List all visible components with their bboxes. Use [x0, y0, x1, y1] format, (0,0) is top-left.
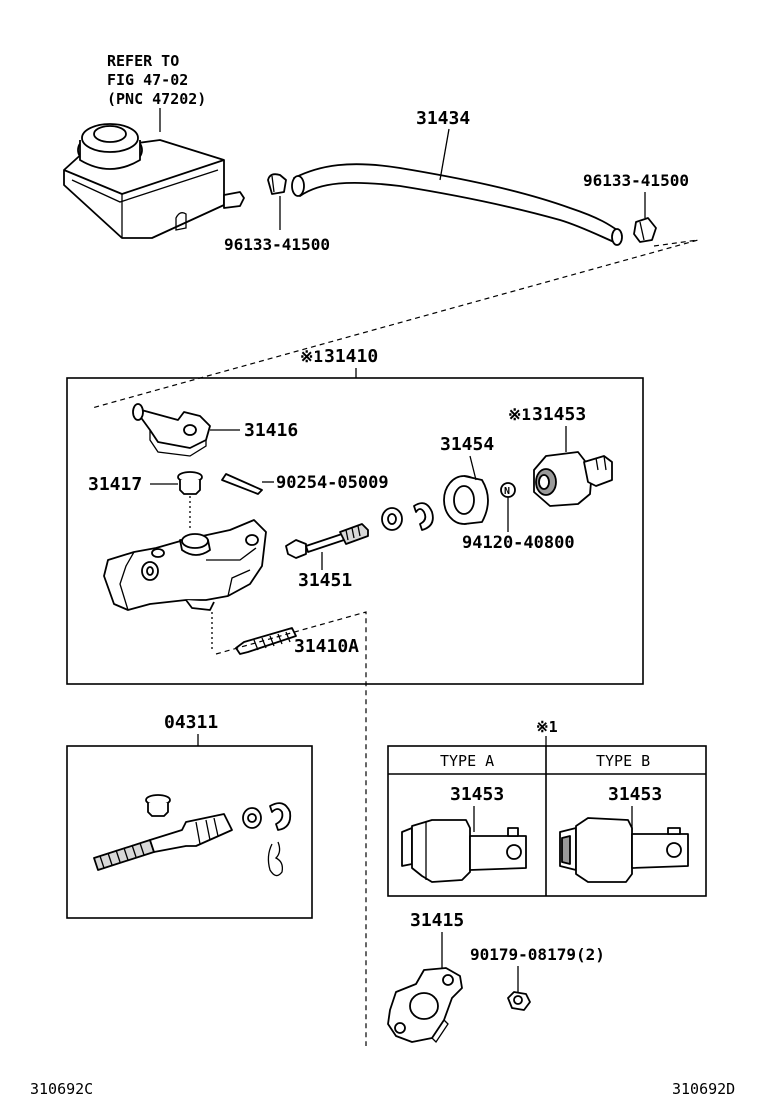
- nut-n-label: 94120-40800: [462, 533, 575, 553]
- type-table-box: [387, 745, 707, 897]
- clip-right-label: 96133-41500: [583, 171, 689, 190]
- kit-box: [66, 745, 313, 919]
- plug-part: [177, 471, 203, 530]
- nut-n-symbol: N: [500, 482, 516, 532]
- sensor-mark: ※1: [508, 405, 531, 424]
- hose-label: 31434: [416, 108, 470, 129]
- clip-right: [633, 192, 657, 243]
- gasket-label: 31415: [410, 910, 464, 931]
- reservoir-ref-line1: REFER TO: [107, 52, 179, 70]
- stud-label: 31410A: [294, 636, 359, 657]
- gasket-part: [387, 967, 463, 1044]
- kit-clip-part: [267, 841, 284, 877]
- clip-left: [267, 173, 287, 230]
- footer-left-code: 310692C: [30, 1080, 93, 1098]
- kit-piston-part: [93, 813, 233, 871]
- master-cylinder-body: [103, 519, 267, 652]
- cylinder-assy-box: [66, 377, 644, 685]
- kit-snap-ring-part: [269, 802, 292, 831]
- type-table-mark: ※1: [536, 718, 558, 736]
- reservoir-ref-line2: FIG 47-02: [107, 71, 188, 89]
- cylinder-assy-label: 31410: [324, 346, 378, 367]
- snap-ring-part: [413, 502, 434, 531]
- push-rod-label: 31451: [298, 570, 352, 591]
- kit-washer-part: [242, 807, 262, 829]
- push-rod-part: [285, 523, 369, 570]
- type-b-part-label: 31453: [608, 784, 662, 805]
- cylinder-assy-mark: ※1: [300, 347, 323, 366]
- plug-label: 31417: [88, 474, 142, 495]
- washer-part: [381, 507, 403, 531]
- reservoir-reference-note: REFER TO FIG 47-02 (PNC 47202): [107, 52, 206, 132]
- sensor-part: [533, 451, 613, 507]
- reservoir-ref-line3: (PNC 47202): [107, 90, 206, 108]
- hose: [291, 128, 623, 246]
- svg-text:N: N: [504, 486, 510, 497]
- stud-to-gasket-dashed-line: [215, 611, 367, 1046]
- type-b-header: TYPE B: [596, 752, 650, 770]
- type-a-sensor: [401, 819, 527, 883]
- hose-to-union-dashed-line: [91, 239, 699, 409]
- boot-part: [443, 455, 489, 525]
- reservoir-tank: [63, 123, 245, 239]
- union-part: [132, 403, 240, 457]
- kit-plug-part: [145, 794, 171, 817]
- stud-part: [235, 627, 297, 655]
- boot-label: 31454: [440, 434, 494, 455]
- sensor-label: 31453: [532, 404, 586, 425]
- clip-left-label: 96133-41500: [224, 235, 330, 254]
- type-a-part-label: 31453: [450, 784, 504, 805]
- pin-label: 90254-05009: [276, 473, 389, 493]
- footer-right-code: 310692D: [672, 1080, 735, 1098]
- pin-part: [221, 473, 274, 495]
- type-b-sensor: [559, 817, 689, 883]
- union-label: 31416: [244, 420, 298, 441]
- nut-part: [507, 991, 531, 1011]
- kit-label: 04311: [164, 712, 218, 733]
- type-a-header: TYPE A: [440, 752, 494, 770]
- nut-label: 90179-08179(2): [470, 945, 605, 964]
